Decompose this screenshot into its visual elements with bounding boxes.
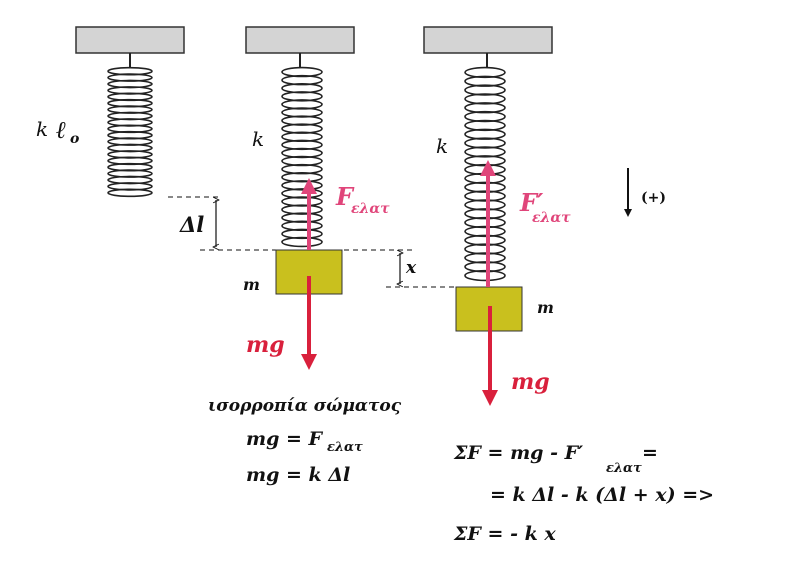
spring-coil-loop: [281, 155, 323, 167]
spring-coil-loop: [464, 181, 506, 193]
spring-coil-loop: [464, 93, 506, 105]
spring-coil-loop: [281, 204, 323, 215]
spring-coil-loop: [464, 102, 506, 114]
mass-3-label: m: [537, 298, 554, 317]
spring-coil-loop: [464, 216, 506, 229]
net-force-line-2: = k Δl - k (Δl + x) =>: [490, 484, 714, 506]
spring-2-k-label: k: [252, 127, 264, 151]
spring-coil-loop: [464, 252, 506, 264]
spring-coil-loop: [464, 84, 506, 96]
net-force-line-1-subscript: ελατ: [606, 461, 642, 476]
spring-2-coil: [281, 66, 323, 248]
elastic-force-3-label: F′: [519, 188, 544, 217]
positive-direction-label: (+): [641, 190, 666, 206]
spring-coil-loop: [464, 146, 506, 158]
spring-coil-loop: [464, 137, 506, 149]
spring-coil-loop: [464, 75, 506, 87]
spring-coil-loop: [281, 196, 323, 207]
spring-coil-loop: [464, 119, 506, 132]
spring-coil-loop: [281, 74, 323, 86]
net-force-line-3: ΣF = - k x: [453, 523, 556, 545]
spring-coil-loop: [281, 115, 323, 126]
spring-coil-loop: [281, 139, 323, 151]
equilibrium-eq1-subscript: ελατ: [327, 440, 363, 455]
spring-coil-loop: [281, 131, 323, 143]
elastic-force-3-subscript: ελατ: [532, 210, 571, 226]
spring-coil-loop: [464, 225, 506, 238]
ceiling-3: [423, 26, 553, 54]
spring-coil-loop: [464, 199, 506, 211]
spring-coil-loop: [281, 147, 323, 159]
ceiling-2: [245, 26, 355, 54]
spring-coil-loop: [464, 128, 506, 140]
spring-coil-loop: [281, 91, 323, 102]
equilibrium-eq2: mg = k Δl: [246, 464, 350, 486]
spring-1-coil: [107, 66, 153, 198]
weight-3-label: mg: [511, 369, 550, 395]
spring-coil-loop: [281, 107, 323, 118]
x-label: x: [405, 258, 417, 278]
spring-coil-loop: [464, 243, 506, 255]
spring-coil-loop: [281, 212, 323, 223]
spring-coil-loop: [464, 261, 506, 273]
spring-coil-loop: [281, 163, 323, 175]
spring-coil-loop: [281, 82, 323, 94]
spring-3-coil: [464, 66, 506, 282]
spring-coil-loop: [464, 208, 506, 220]
equilibrium-title: ισορροπία σώματος: [208, 396, 402, 416]
elastic-force-2-subscript: ελατ: [351, 201, 390, 217]
ceiling-1: [75, 26, 185, 54]
spring-coil-loop: [281, 220, 323, 232]
spring-coil-loop: [107, 188, 153, 198]
weight-2-label: mg: [246, 332, 285, 358]
spring-coil-loop: [281, 66, 323, 78]
spring-coil-loop: [281, 99, 323, 110]
spring-coil-loop: [464, 234, 506, 246]
spring-1-k-label: k: [36, 117, 48, 141]
net-force-line-1: ΣF = mg - F′: [453, 442, 583, 464]
elastic-force-2-label: F: [335, 182, 355, 211]
spring-2-group: k m F ελατ mg: [243, 26, 390, 370]
spring-coil-loop: [281, 123, 323, 134]
spring-coil-loop: [464, 190, 506, 202]
spring-1-group: k ℓ o: [36, 26, 185, 198]
spring-3-k-label: k: [436, 134, 448, 158]
spring-1-length-label: ℓ: [56, 115, 66, 144]
spring-coil-loop: [281, 236, 323, 248]
delta-l-label: Δl: [179, 212, 204, 237]
spring-3-group: k m F′ ελατ mg: [423, 26, 571, 406]
spring-coil-loop: [464, 110, 506, 123]
spring-coil-loop: [464, 66, 506, 79]
equilibrium-eq1: mg = F: [246, 428, 324, 450]
spring-coil-loop: [281, 228, 323, 240]
spring-coil-loop: [464, 269, 506, 282]
spring-1-length-subscript: o: [70, 131, 79, 147]
net-force-line-1-equals: =: [642, 442, 658, 464]
mass-2-label: m: [243, 275, 260, 294]
